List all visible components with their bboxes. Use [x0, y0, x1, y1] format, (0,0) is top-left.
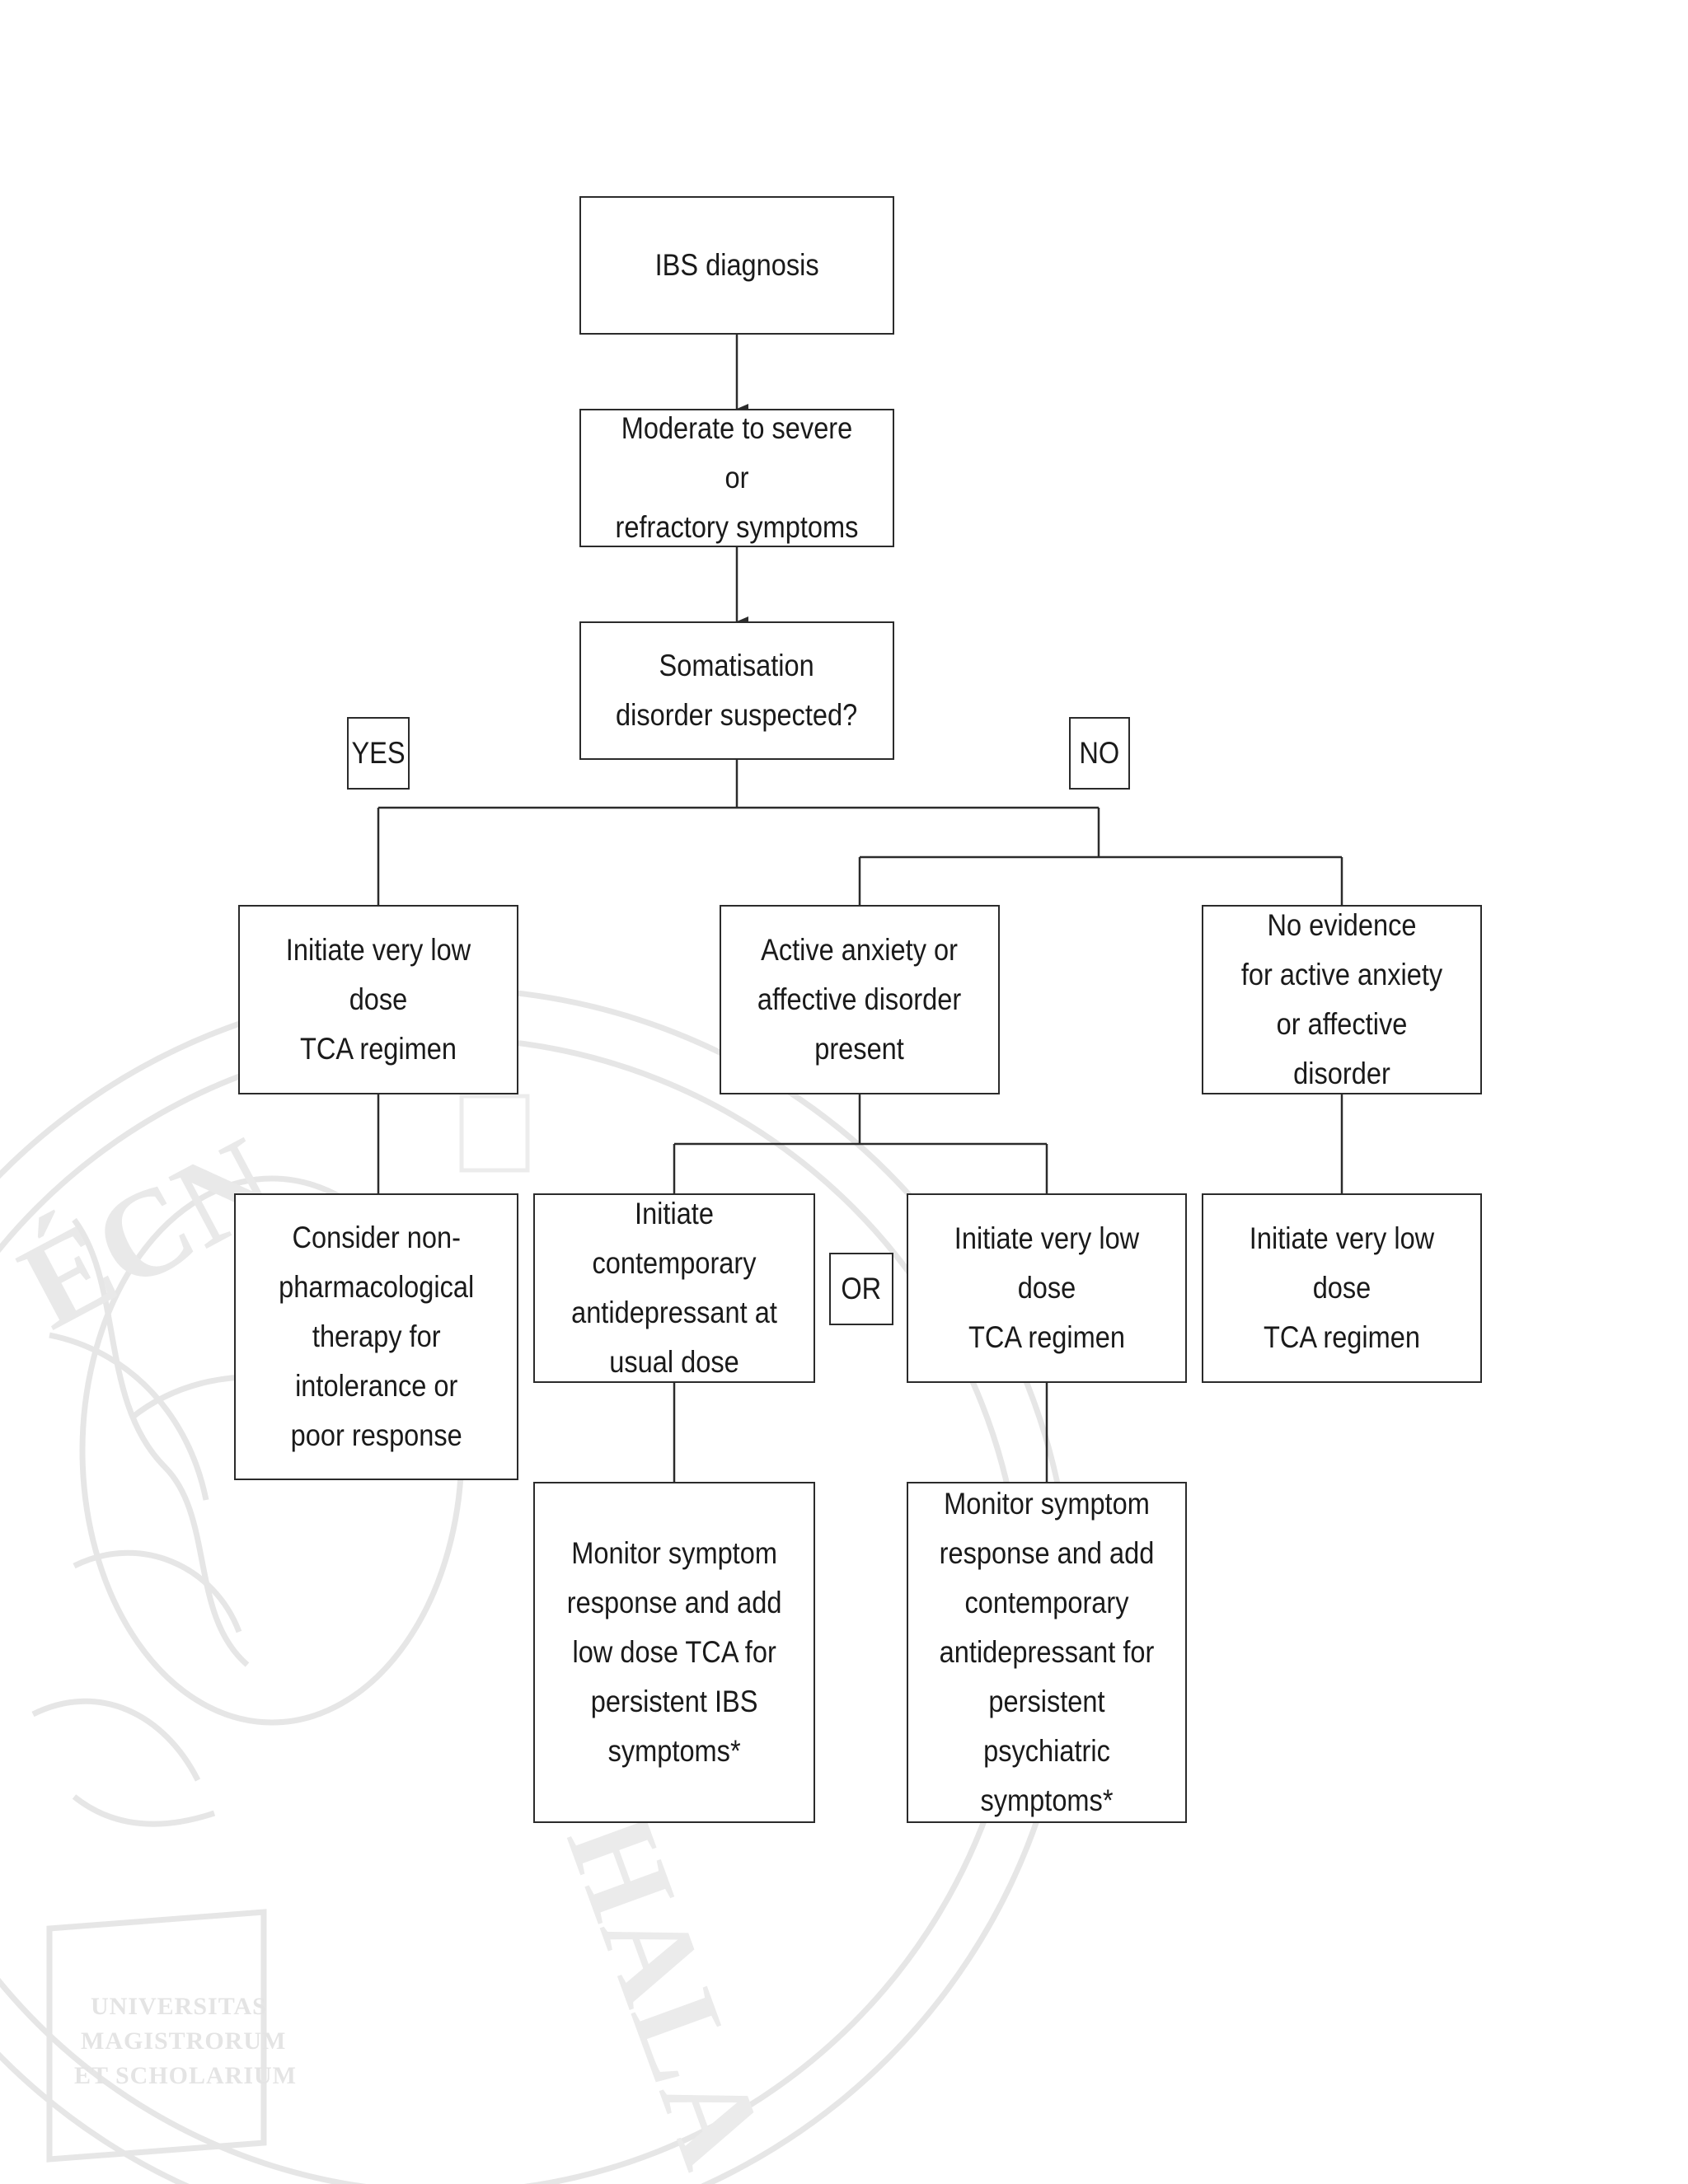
seal-motto-line-3: ET SCHOLARIUM: [74, 2062, 297, 2089]
node-monitor-ibs: Monitor symptom response and add low dos…: [533, 1482, 815, 1823]
tag-no-label: NO: [1079, 736, 1120, 770]
node-somatisation-label: Somatisation disorder suspected?: [616, 649, 858, 732]
seal-motto-line-2: MAGISTRORUM: [81, 2027, 287, 2055]
node-non-pharmacological-label: Consider non- pharmacological therapy fo…: [278, 1221, 475, 1452]
node-right-tca-regimen: Initiate very low dose TCA regimen: [1202, 1193, 1482, 1383]
node-yes-tca-label: Initiate very low dose TCA regimen: [285, 933, 471, 1066]
seal-motto-line-1: UNIVERSITAS: [91, 1993, 267, 2020]
node-monitor-psychiatric-label: Monitor symptom response and add contemp…: [939, 1487, 1155, 1817]
tag-or: OR: [829, 1253, 893, 1325]
node-ibs-diagnosis-label: IBS diagnosis: [654, 248, 819, 282]
node-ibs-diagnosis: IBS diagnosis: [579, 196, 894, 335]
node-yes-tca-regimen: Initiate very low dose TCA regimen: [238, 905, 518, 1094]
node-non-pharmacological: Consider non- pharmacological therapy fo…: [234, 1193, 518, 1480]
node-active-anxiety-label: Active anxiety or affective disorder pre…: [757, 933, 962, 1066]
tag-or-label: OR: [841, 1272, 882, 1305]
tag-yes: YES: [347, 717, 410, 790]
node-somatisation-question: Somatisation disorder suspected?: [579, 621, 894, 760]
node-moderate-severe-label: Moderate to severe or refractory symptom…: [615, 411, 859, 544]
tag-yes-label: YES: [351, 736, 406, 770]
node-mid-tca-label: Initiate very low dose TCA regimen: [954, 1221, 1140, 1354]
node-moderate-severe: Moderate to severe or refractory symptom…: [579, 409, 894, 547]
node-active-anxiety: Active anxiety or affective disorder pre…: [720, 905, 1000, 1094]
node-contemporary-label: Initiate contemporary antidepressant at …: [571, 1197, 777, 1379]
node-monitor-ibs-label: Monitor symptom response and add low dos…: [566, 1536, 782, 1768]
node-mid-tca-regimen: Initiate very low dose TCA regimen: [907, 1193, 1187, 1383]
node-contemporary-antidepressant: Initiate contemporary antidepressant at …: [533, 1193, 815, 1383]
node-right-tca-label: Initiate very low dose TCA regimen: [1249, 1221, 1435, 1354]
node-no-evidence-label: No evidence for active anxiety or affect…: [1240, 908, 1443, 1090]
node-no-evidence: No evidence for active anxiety or affect…: [1202, 905, 1482, 1094]
node-monitor-psychiatric: Monitor symptom response and add contemp…: [907, 1482, 1187, 1823]
tag-no: NO: [1069, 717, 1130, 790]
